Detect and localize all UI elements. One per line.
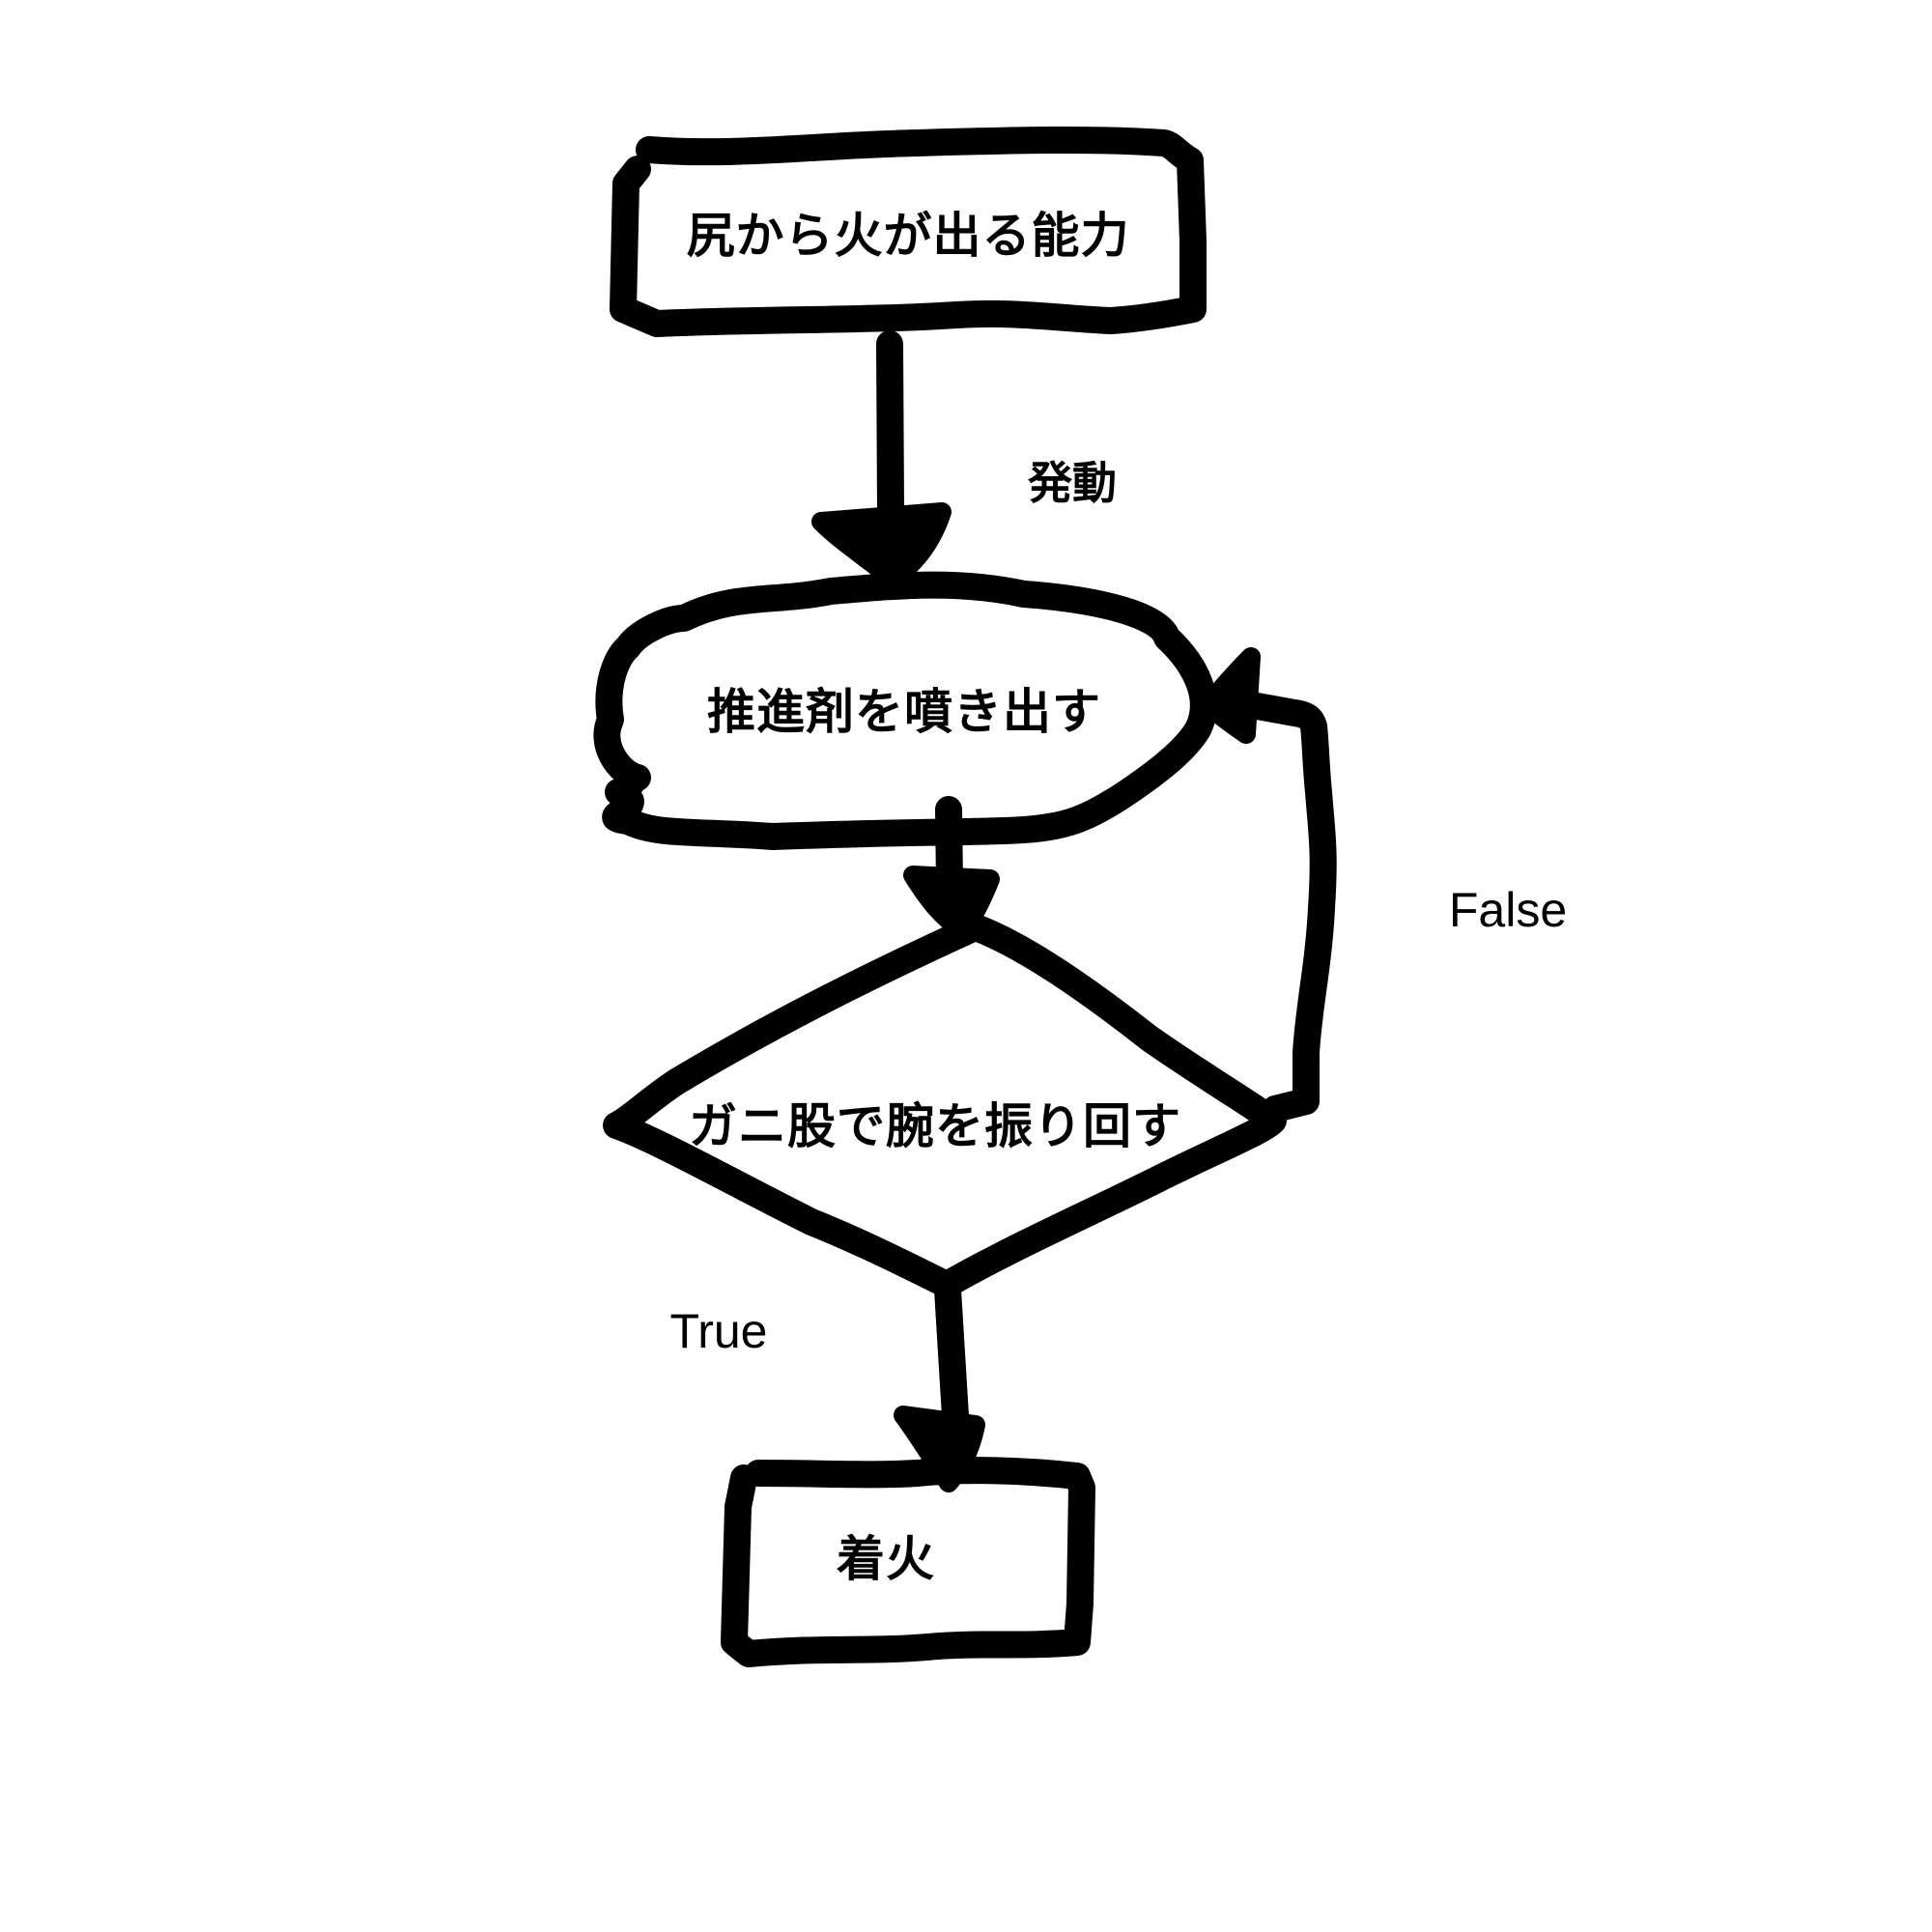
decision-node-label: ガニ股で腕を振り回す [689,1097,1181,1154]
start-box[interactable] [610,126,1207,337]
arrowhead-true [894,1406,985,1492]
edge-label-true: True [669,1304,768,1358]
arrowhead-process-to-decision [903,866,1000,939]
end-box[interactable] [721,1457,1095,1667]
process-ellipse[interactable] [593,571,1217,850]
arrowhead-false [1198,647,1261,744]
false-loop-line [1238,692,1337,1122]
edge-label-activate: 発動 [1028,457,1117,509]
edge-label-false: False [1448,883,1568,937]
start-node-label: 尻から火が出る能力 [686,207,1130,264]
arrowhead-activate [811,502,952,589]
process-node-label: 推進剤を噴き出す [707,683,1101,740]
arrow-start-to-process [876,330,904,524]
end-node-label: 着火 [837,1530,935,1587]
